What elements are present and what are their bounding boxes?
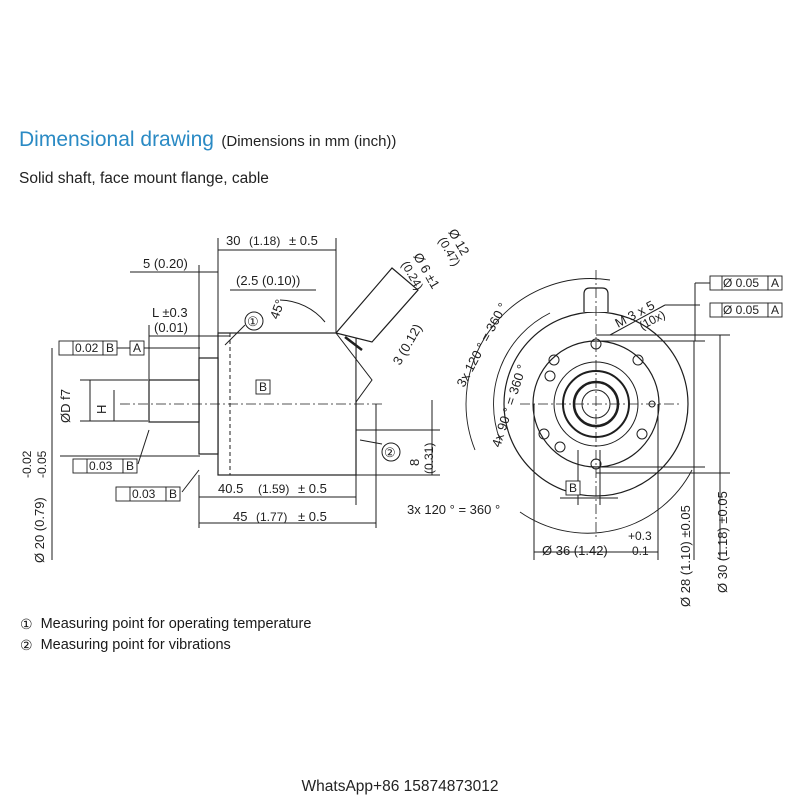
legend-text-2: Measuring point for vibrations xyxy=(40,637,231,653)
gtol-2nd-ref: A xyxy=(771,303,779,317)
dim-28: Ø 28 (1.10) ±0.05 xyxy=(678,505,693,607)
dim-l: L ±0.3 xyxy=(152,305,188,320)
dim-30: 30 xyxy=(226,233,240,248)
gtol-top-val: Ø 0.05 xyxy=(723,276,759,290)
dim-8: 8 xyxy=(407,459,422,466)
gtol-3-val: 0.03 xyxy=(132,487,156,501)
legend-item-1: ① Measuring point for operating temperat… xyxy=(20,614,311,635)
mount-hole xyxy=(632,354,644,366)
dim-36-tol-plus: +0.3 xyxy=(628,529,652,543)
mount-flange xyxy=(198,357,219,455)
dim-5: 5 (0.20) xyxy=(143,256,188,271)
mount-hole xyxy=(538,428,550,440)
gtol-top-ref: A xyxy=(771,276,779,290)
dim-20-tol2: -0.05 xyxy=(35,450,49,478)
front-datum-b: B xyxy=(569,481,577,495)
dim-l-inch: (0.01) xyxy=(154,320,188,335)
dim-45-tol: ± 0.5 xyxy=(298,509,327,524)
datum-a: A xyxy=(133,341,141,355)
dim-120-top: 3x 120 ° = 360 ° xyxy=(453,300,510,389)
dim-2-5: (2.5 (0.10)) xyxy=(236,273,300,288)
legend: ① Measuring point for operating temperat… xyxy=(20,614,311,656)
mount-hole xyxy=(544,370,556,382)
dim-h: H xyxy=(94,405,109,414)
dim-20-tol: -0.02 xyxy=(20,450,34,478)
contact-footer: WhatsApp+86 15874873012 xyxy=(301,778,499,795)
dim-30-tol: ± 0.5 xyxy=(289,233,318,248)
legend-num-2: ② xyxy=(20,637,33,653)
drawing-subtitle: Solid shaft, face mount flange, cable xyxy=(19,170,269,187)
dim-40-5-inch: (1.59) xyxy=(258,482,289,496)
dim-36: Ø 36 (1.42) xyxy=(542,543,608,558)
marker-1: ① xyxy=(247,314,259,329)
gtol-1-ref: B xyxy=(106,341,114,355)
mount-hole xyxy=(636,428,648,440)
mount-hole xyxy=(548,354,560,366)
drawing-title: Dimensional drawing xyxy=(19,128,214,151)
dim-40-5: 40.5 xyxy=(218,481,243,496)
dim-30-inch: (1.18) xyxy=(249,234,280,248)
solid-shaft xyxy=(148,379,200,423)
angle-45: 45° xyxy=(267,297,288,321)
gtol-2-val: 0.03 xyxy=(89,459,113,473)
dim-3: 3 (0.12) xyxy=(390,321,425,367)
dim-45-inch: (1.77) xyxy=(256,510,287,524)
dim-36-tol-minus: -0.1 xyxy=(628,544,649,558)
dim-30-front: Ø 30 (1.18) ±0.05 xyxy=(715,491,730,593)
gtol-3-ref: B xyxy=(169,487,177,501)
drawing-header: Dimensional drawing (Dimensions in mm (i… xyxy=(19,128,396,152)
dim-45: 45 xyxy=(233,509,247,524)
dim-40-5-tol: ± 0.5 xyxy=(298,481,327,496)
gtol-2-ref: B xyxy=(126,459,134,473)
gtol-2nd-val: Ø 0.05 xyxy=(723,303,759,317)
marker-2: ② xyxy=(384,445,396,460)
legend-item-2: ② Measuring point for vibrations xyxy=(20,635,311,656)
units-note: (Dimensions in mm (inch)) xyxy=(221,133,397,150)
legend-num-1: ① xyxy=(20,616,33,632)
datum-b: B xyxy=(259,380,267,394)
mount-hole xyxy=(554,441,566,453)
dim-df7: ØD f7 xyxy=(58,389,73,423)
cable xyxy=(334,267,419,343)
dim-120-bottom: 3x 120 ° = 360 ° xyxy=(407,502,500,517)
legend-text-1: Measuring point for operating temperatur… xyxy=(40,616,312,632)
gtol-1-val: 0.02 xyxy=(75,341,99,355)
dim-8-inch: (0.31) xyxy=(422,443,436,474)
dim-20: Ø 20 (0.79) xyxy=(32,497,47,563)
